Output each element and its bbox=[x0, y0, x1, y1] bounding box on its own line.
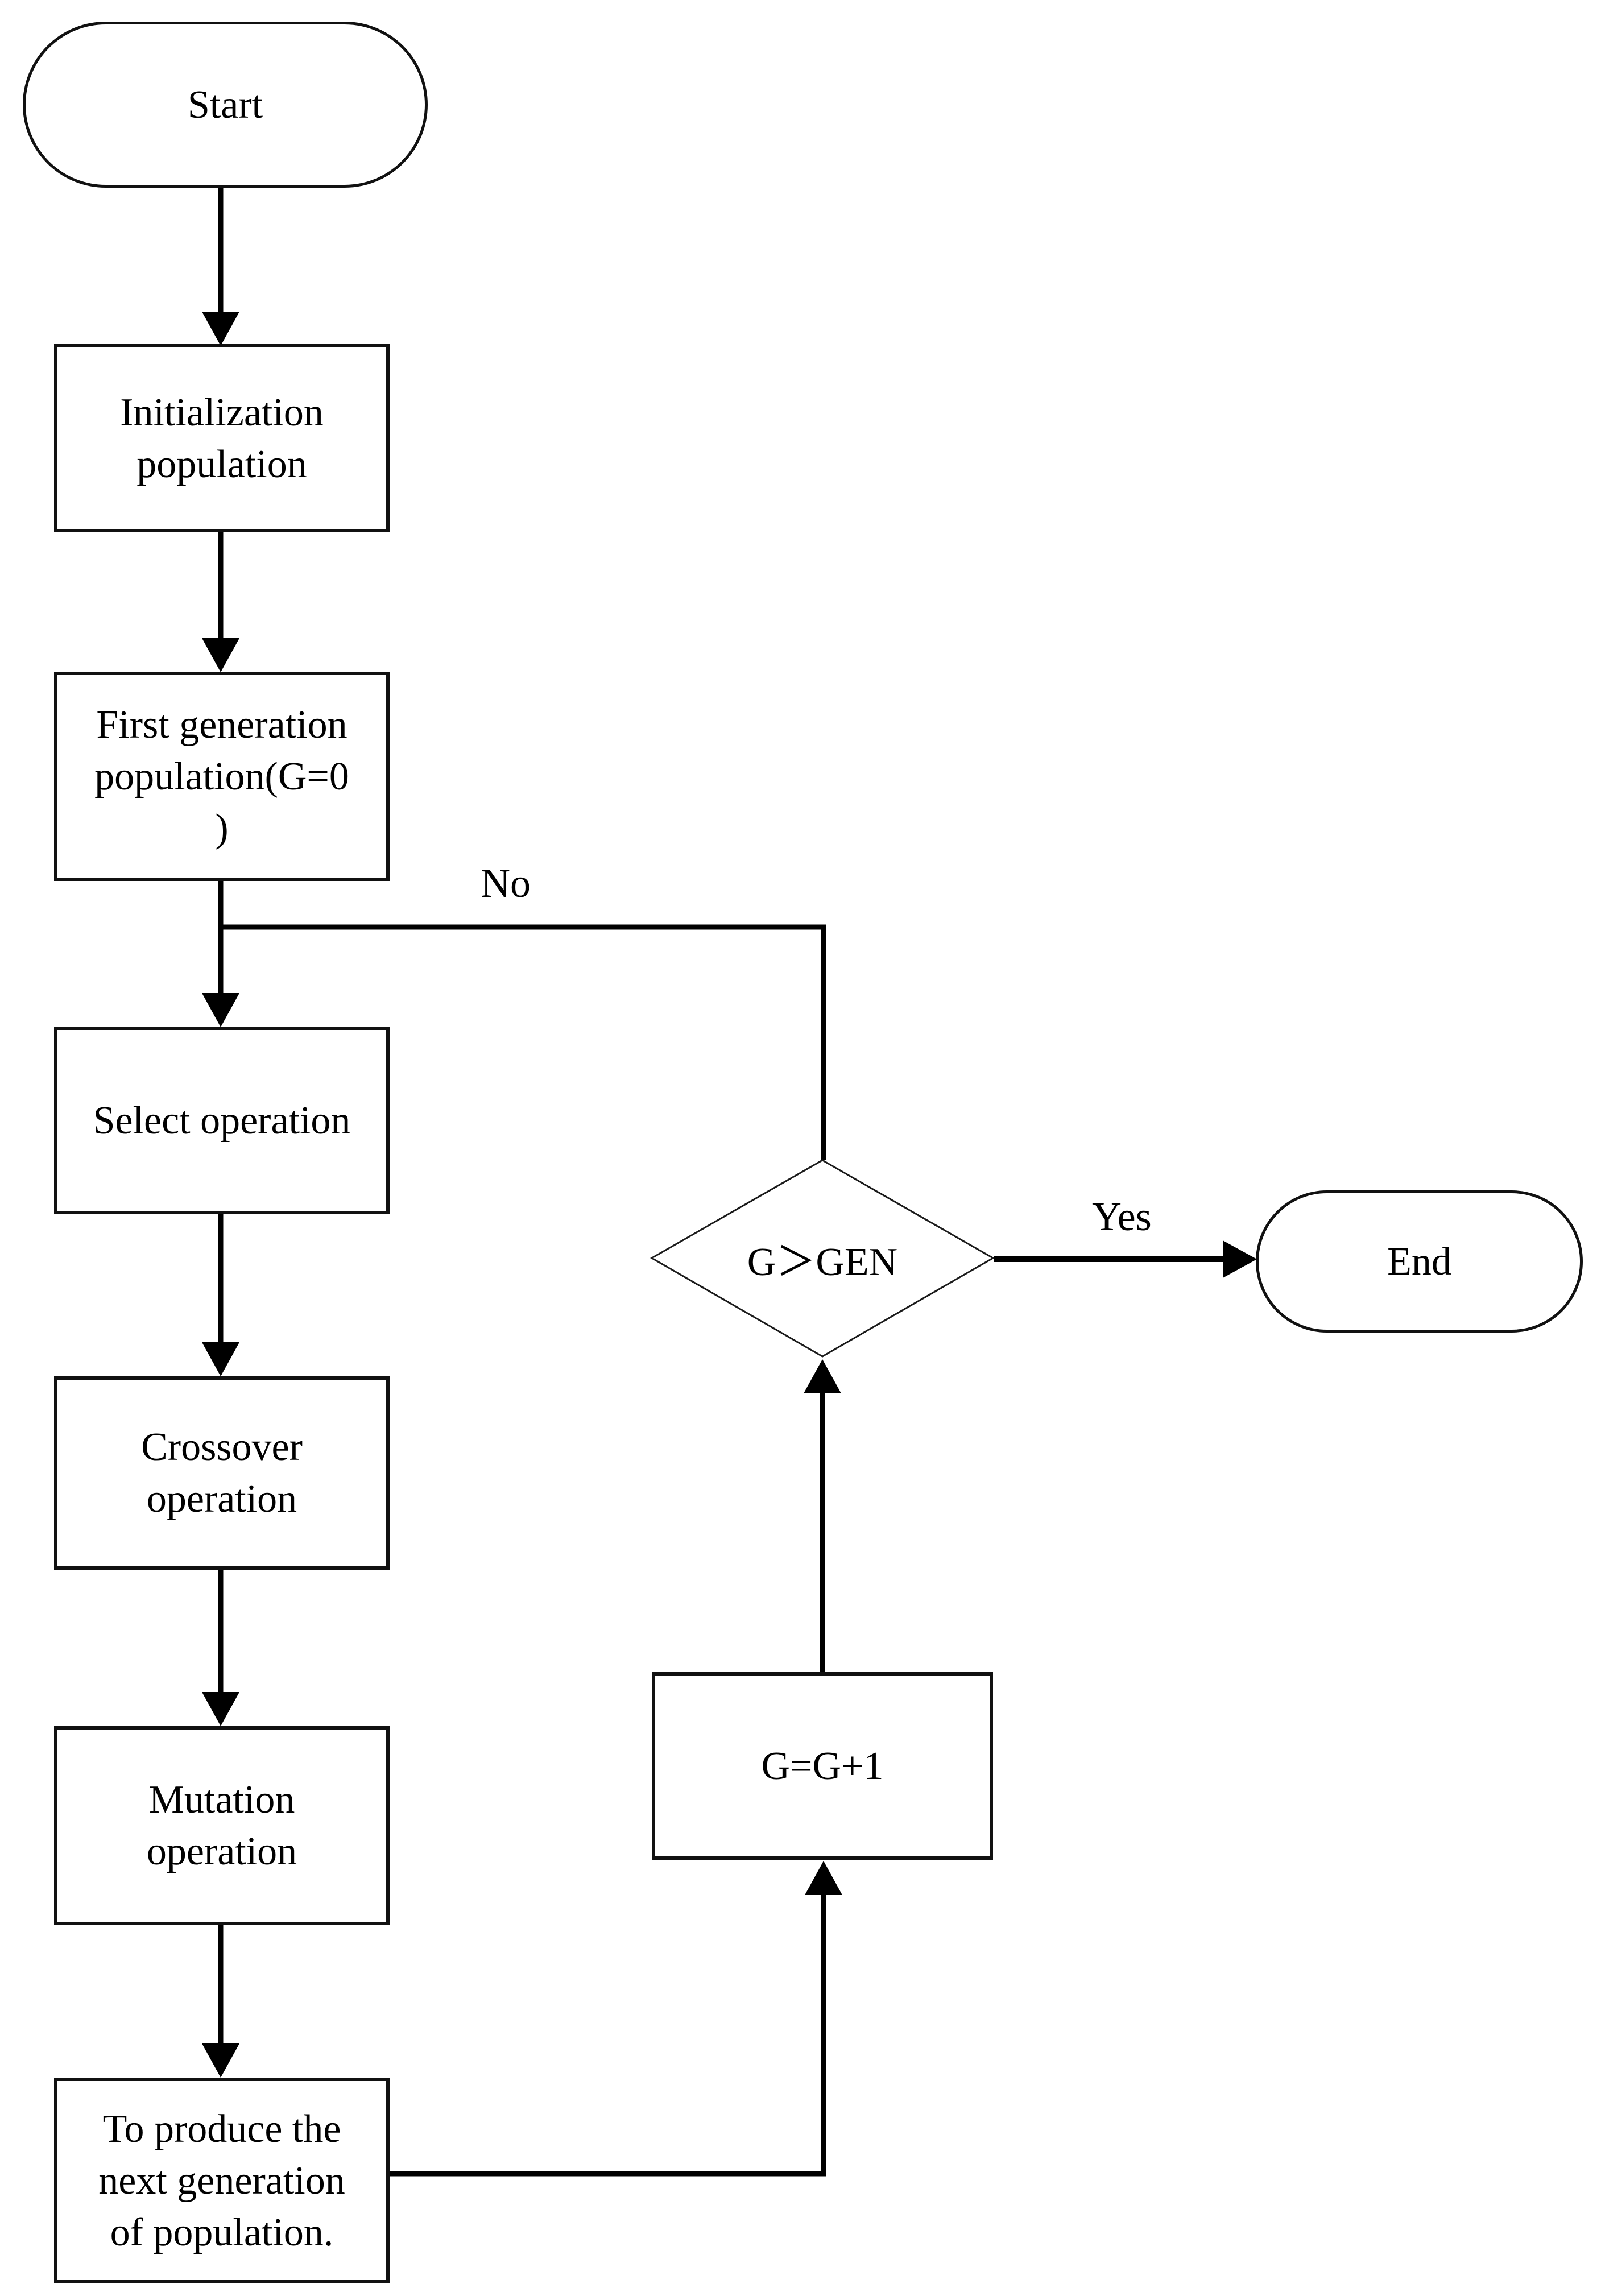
first-generation-line-2: population(G=0 bbox=[94, 754, 349, 799]
produce-line-3: of population. bbox=[110, 2210, 334, 2254]
first-generation-line-3: ) bbox=[215, 806, 229, 850]
produce-line-2: next generation bbox=[98, 2158, 345, 2203]
initialization-line-2: population bbox=[136, 442, 307, 486]
first-generation-line-1: First generation bbox=[96, 702, 347, 747]
crossover-line-1: Crossover bbox=[141, 1425, 303, 1469]
arrow-increment-to-decision bbox=[804, 1359, 841, 1672]
produce-line-1: To produce the bbox=[102, 2107, 341, 2151]
start-node: Start bbox=[23, 22, 428, 188]
select-operation-label: Select operation bbox=[93, 1098, 351, 1143]
yes-edge-label: Yes bbox=[1092, 1194, 1152, 1239]
no-edge-label: No bbox=[481, 861, 531, 906]
first-generation-node: First generation population(G=0 ) bbox=[54, 672, 390, 881]
produce-next-generation-node: To produce the next generation of popula… bbox=[54, 2078, 390, 2283]
decision-node-label: G＞GEN bbox=[747, 1240, 898, 1284]
select-operation-node: Select operation bbox=[54, 1027, 390, 1214]
increment-node: G=G+1 bbox=[652, 1672, 993, 1860]
arrow-start-to-initialization bbox=[202, 188, 239, 346]
crossover-line-2: operation bbox=[146, 1477, 297, 1521]
initialization-line-1: Initialization bbox=[120, 390, 324, 435]
mutation-line-1: Mutation bbox=[148, 1778, 295, 1822]
no-loop-line bbox=[221, 924, 826, 1160]
end-node: End bbox=[1256, 1190, 1583, 1333]
start-label: Start bbox=[187, 82, 263, 127]
arrow-first-generation-to-select bbox=[202, 881, 239, 1027]
arrow-mutation-to-produce bbox=[202, 1925, 239, 2078]
arrow-select-to-crossover bbox=[202, 1214, 239, 1376]
initialization-node: Initialization population bbox=[54, 344, 390, 532]
mutation-operation-node: Mutation operation bbox=[54, 1726, 390, 1925]
end-label: End bbox=[1387, 1239, 1451, 1284]
decision-diamond bbox=[649, 1159, 995, 1358]
arrow-initialization-to-first-generation bbox=[202, 532, 239, 672]
arrow-crossover-to-mutation bbox=[202, 1570, 239, 1726]
yes-arrow-decision-to-end bbox=[994, 1240, 1257, 1278]
mutation-line-2: operation bbox=[146, 1830, 297, 1873]
arrow-produce-to-increment bbox=[390, 1861, 842, 2177]
crossover-operation-node: Crossover operation bbox=[54, 1376, 390, 1570]
increment-label: G=G+1 bbox=[761, 1744, 884, 1788]
